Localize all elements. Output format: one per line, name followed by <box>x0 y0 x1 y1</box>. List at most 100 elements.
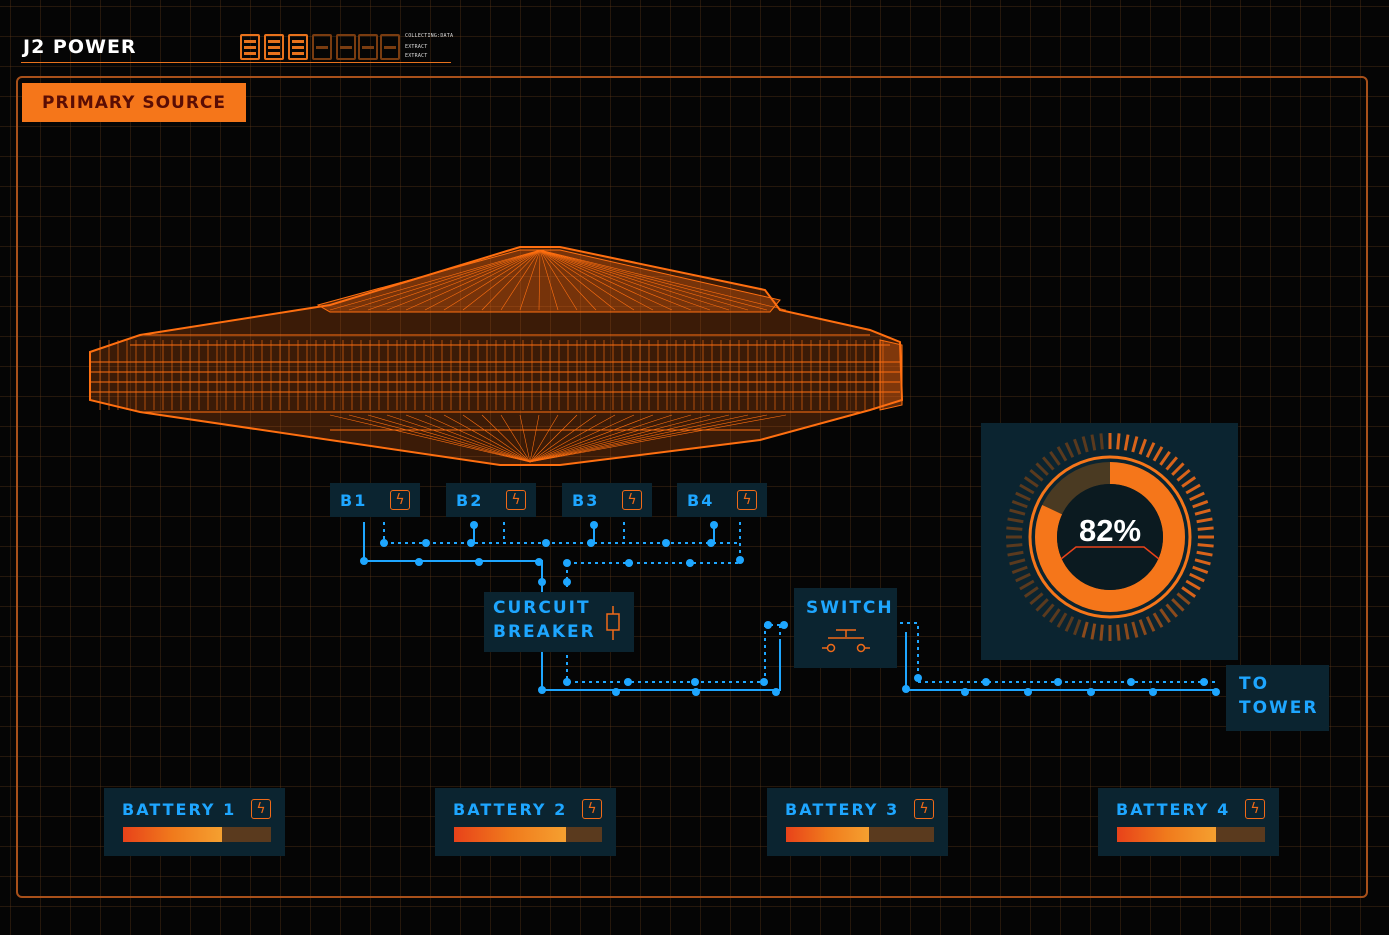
gauge-tick <box>1029 469 1044 482</box>
main-frame <box>16 76 1368 898</box>
gauge-tick <box>1049 450 1061 466</box>
bolt-icon: ϟ <box>737 490 757 510</box>
gauge-tick <box>1185 483 1201 495</box>
gauge-tick <box>1196 550 1213 557</box>
gauge-tick <box>1194 508 1211 516</box>
gauge-tick <box>1090 623 1097 640</box>
gauge-tick <box>1138 438 1147 455</box>
data-tile-icon <box>240 34 260 60</box>
gauge-tick <box>1131 621 1139 638</box>
gauge-tick <box>1042 456 1055 471</box>
to-tower-line2: TOWER <box>1239 698 1319 718</box>
gauge-tick <box>1023 476 1039 488</box>
battery-level-bar <box>454 827 602 842</box>
ship-wireframe-icon <box>89 246 904 466</box>
fuse-icon <box>606 606 620 640</box>
breaker-b4[interactable]: B4 ϟ <box>677 483 767 517</box>
gauge-tick <box>1192 500 1209 509</box>
gauge-tick <box>1159 450 1171 466</box>
gauge-tick <box>1019 579 1035 591</box>
gauge-percent: 82% <box>1079 513 1141 548</box>
gauge-tick <box>1196 517 1213 524</box>
gauge-tick <box>1009 508 1026 516</box>
gauge-tick <box>1197 543 1214 548</box>
gauge-tick <box>1011 500 1028 509</box>
data-tile-icon <box>264 34 284 60</box>
battery-4-card[interactable]: BATTERY 4 ϟ <box>1098 788 1279 856</box>
gauge-tick <box>1152 446 1164 462</box>
gauge-tick <box>1073 438 1082 455</box>
battery-level-fill <box>454 827 567 842</box>
battery-2-card[interactable]: BATTERY 2 ϟ <box>435 788 616 856</box>
gauge-tick <box>1185 579 1201 591</box>
app-title: J2 POWER <box>23 36 137 58</box>
gauge-tick <box>1099 433 1104 450</box>
status-line-1: COLLECTING:DATA <box>405 33 454 39</box>
battery-label: BATTERY 2 <box>453 800 568 819</box>
gauge-tick <box>1081 621 1089 638</box>
gauge-tick <box>1064 442 1075 458</box>
gauge-tick <box>1035 598 1049 612</box>
gauge-tick <box>1176 469 1191 482</box>
bolt-icon: ϟ <box>1245 799 1265 819</box>
gauge-tick <box>1189 572 1205 583</box>
gauge-tick <box>1073 619 1082 636</box>
battery-label: BATTERY 1 <box>122 800 237 819</box>
gauge-tick <box>1007 517 1024 524</box>
gauge-tick <box>1006 526 1023 531</box>
gauge-tick <box>1011 565 1028 574</box>
battery-level-bar <box>786 827 934 842</box>
gauge-ticks <box>1006 433 1214 641</box>
breaker-b3[interactable]: B3 ϟ <box>562 483 652 517</box>
circuit-breaker-box[interactable]: CURCUIT BREAKER <box>484 592 634 652</box>
gauge-tick <box>1165 456 1178 471</box>
power-gauge-panel: 82% <box>981 423 1238 660</box>
status-line-3: EXTRACT <box>405 53 428 59</box>
gauge-tick <box>1042 603 1055 618</box>
gauge-tick <box>1123 434 1130 451</box>
gauge-tick <box>1171 462 1185 476</box>
gauge-tick <box>1171 598 1185 612</box>
gauge-tick <box>1123 623 1130 640</box>
gauge-tick <box>1116 624 1121 641</box>
battery-label: BATTERY 4 <box>1116 800 1231 819</box>
data-tile-icon <box>336 34 356 60</box>
gauge-tick <box>1145 442 1156 458</box>
gauge-tick <box>1116 433 1121 450</box>
data-tile-icon <box>358 34 378 60</box>
primary-source-tab[interactable]: PRIMARY SOURCE <box>22 83 246 122</box>
switch-label: SWITCH <box>806 598 894 618</box>
gauge-tick <box>1138 619 1147 636</box>
bolt-icon: ϟ <box>506 490 526 510</box>
bolt-icon: ϟ <box>390 490 410 510</box>
title-underline <box>21 62 451 63</box>
breaker-b2[interactable]: B2 ϟ <box>446 483 536 517</box>
battery-level-fill <box>786 827 869 842</box>
data-tile-icon <box>288 34 308 60</box>
gauge-tick <box>1152 612 1164 628</box>
gauge-tick <box>1181 476 1197 488</box>
bolt-icon: ϟ <box>251 799 271 819</box>
gauge-tick <box>1176 592 1191 605</box>
breaker-label: B2 <box>456 490 484 510</box>
battery-label: BATTERY 3 <box>785 800 900 819</box>
gauge-tick <box>1029 592 1044 605</box>
breaker-label: B4 <box>687 490 715 510</box>
switch-icon <box>822 629 870 653</box>
breaker-label: B3 <box>572 490 600 510</box>
gauge-tick <box>1064 616 1075 632</box>
gauge-tick <box>1131 436 1139 453</box>
breaker-b1[interactable]: B1 ϟ <box>330 483 420 517</box>
gauge-tick <box>1009 558 1026 566</box>
to-tower-box[interactable]: TO TOWER <box>1226 665 1329 731</box>
data-tile-icon <box>380 34 400 60</box>
gauge-tick <box>1081 436 1089 453</box>
gauge-tick <box>1165 603 1178 618</box>
switch-box[interactable]: SWITCH <box>794 588 897 668</box>
gauge-tick <box>1181 586 1197 598</box>
gauge-tick <box>1056 446 1068 462</box>
power-gauge: 82% <box>1006 433 1214 641</box>
battery-3-card[interactable]: BATTERY 3 ϟ <box>767 788 948 856</box>
battery-1-card[interactable]: BATTERY 1 ϟ <box>104 788 285 856</box>
